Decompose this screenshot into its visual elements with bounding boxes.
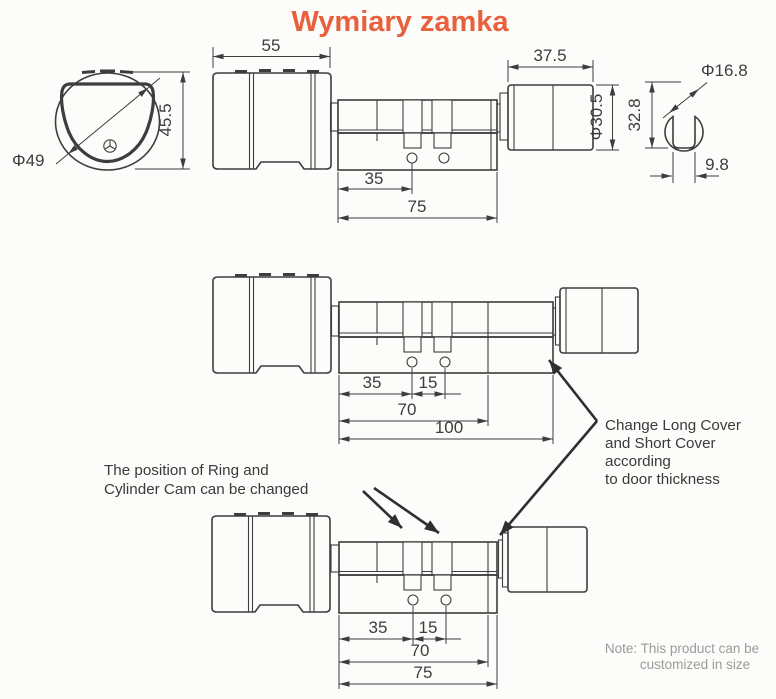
cover-arrow-down bbox=[499, 420, 598, 536]
cover-cap bbox=[499, 92, 509, 141]
cover-text-line2: and Short Cover bbox=[605, 435, 716, 452]
cam-ring-2 bbox=[431, 99, 453, 134]
cam-ring-2 bbox=[431, 541, 453, 576]
screw-spacing-label: 15 bbox=[419, 618, 438, 637]
key-profile-view: Φ16.8 32.8 9.8 bbox=[625, 61, 748, 183]
ring-cam-arrow-2 bbox=[373, 486, 440, 535]
screw-hole-1 bbox=[407, 594, 419, 606]
dimension-long-cover-bottom: 70 bbox=[339, 641, 488, 665]
cam-ring-1 bbox=[402, 99, 423, 134]
face-view: Φ49 45.5 bbox=[12, 69, 190, 171]
dimension-profile-diameter: Φ16.8 bbox=[662, 61, 748, 119]
cam-tab-2 bbox=[433, 336, 452, 353]
europrofile-outline bbox=[664, 114, 704, 152]
dimension-screw-offset-top: 35 bbox=[337, 163, 413, 223]
cover-length-label: 37.5 bbox=[533, 46, 566, 65]
long-cover-label: 70 bbox=[398, 400, 417, 419]
screw-hole-2 bbox=[438, 152, 450, 164]
knob-small bbox=[559, 287, 639, 354]
total-length-label: 100 bbox=[435, 418, 463, 437]
knob-large bbox=[210, 512, 332, 614]
knob-width-label: 55 bbox=[262, 36, 281, 55]
screw-spacing-label: 15 bbox=[419, 373, 438, 392]
page-title: Wymiary zamka bbox=[291, 6, 509, 38]
ring-cam-annotation: The position of Ring and Cylinder Cam ca… bbox=[104, 462, 440, 535]
dimension-total-length-bottom: 75 bbox=[339, 663, 497, 687]
cam-tab-2 bbox=[433, 574, 452, 591]
face-height-label: 45.5 bbox=[156, 103, 175, 136]
cam-tab-1 bbox=[403, 132, 422, 149]
ring-cam-arrow-1 bbox=[362, 490, 403, 529]
body-length-label: 75 bbox=[408, 197, 427, 216]
dimension-total-length-mid: 100 bbox=[339, 418, 553, 442]
dimension-face-height: 45.5 bbox=[130, 71, 190, 170]
screw-offset-label: 35 bbox=[365, 169, 384, 188]
shaft-connector bbox=[330, 305, 340, 337]
screw-offset-label: 35 bbox=[369, 618, 388, 637]
screw-hole-1 bbox=[406, 152, 418, 164]
dimension-screw-offset-bottom: 35 bbox=[339, 618, 413, 642]
knob-small bbox=[507, 84, 594, 151]
cover-text-line1: Change Long Cover bbox=[605, 417, 741, 434]
dimension-face-diameter: Φ49 bbox=[12, 77, 161, 170]
cover-collar bbox=[497, 539, 504, 579]
face-diameter-label: Φ49 bbox=[12, 151, 44, 170]
dimension-screw-spacing-mid: 15 bbox=[412, 373, 461, 397]
knob-large bbox=[211, 69, 333, 171]
dimension-knob-width: 55 bbox=[212, 36, 331, 68]
dimension-cover-length: 37.5 bbox=[507, 46, 594, 82]
dimension-screw-offset-mid: 35 bbox=[339, 373, 412, 397]
ring-cam-text-line1: The position of Ring and bbox=[104, 462, 269, 479]
cylinder-face-outer-ring bbox=[54, 72, 161, 171]
cylinder-face-body bbox=[59, 82, 156, 164]
dimension-screw-spacing-bottom: 15 bbox=[413, 618, 461, 642]
cam-ring-1 bbox=[402, 541, 423, 576]
dimension-profile-height: 32.8 bbox=[625, 81, 681, 149]
middle-side-view: 35 15 70 100 bbox=[211, 273, 639, 444]
bottom-side-view: 35 15 70 75 bbox=[210, 512, 588, 689]
cover-arrow-up bbox=[547, 359, 599, 422]
knob-large bbox=[211, 273, 333, 375]
cam-tab-1 bbox=[403, 574, 422, 591]
dimension-long-cover-mid: 70 bbox=[339, 400, 488, 424]
cam-ring-1 bbox=[402, 301, 423, 338]
cover-cap bbox=[501, 532, 509, 588]
screw-offset-label: 35 bbox=[363, 373, 382, 392]
shaft-connector bbox=[330, 544, 340, 573]
top-side-view: 55 35 75 37.5 Φ30.5 bbox=[211, 36, 619, 223]
cam-tab-2 bbox=[433, 132, 452, 149]
ring-cam-text-line2: Cylinder Cam can be changed bbox=[104, 481, 308, 498]
long-cover-label: 70 bbox=[411, 641, 430, 660]
screw-hole-2 bbox=[439, 356, 451, 368]
note-line1: Note: This product can be bbox=[605, 641, 759, 656]
cover-diameter-label: Φ30.5 bbox=[587, 94, 606, 141]
profile-diameter-label: Φ16.8 bbox=[701, 61, 748, 80]
cover-text-line3: according bbox=[605, 453, 671, 470]
dimension-cover-diameter: Φ30.5 bbox=[587, 84, 619, 151]
knurl-dashes bbox=[81, 69, 134, 74]
note-line2: customized in size bbox=[640, 657, 750, 672]
total-length-label: 75 bbox=[414, 663, 433, 682]
dimension-profile-stem: 9.8 bbox=[650, 152, 729, 183]
cam-ring-2 bbox=[431, 301, 453, 338]
dimension-body-length-top: 75 bbox=[338, 172, 498, 223]
screw-hole-1 bbox=[406, 356, 418, 368]
profile-stem-label: 9.8 bbox=[705, 155, 729, 174]
screw-hole-2 bbox=[440, 594, 452, 606]
profile-height-label: 32.8 bbox=[625, 98, 644, 131]
screw-icon bbox=[103, 139, 117, 153]
cover-text-line4: to door thickness bbox=[605, 471, 720, 488]
customization-note: Note: This product can be customized in … bbox=[605, 641, 759, 672]
cover-annotation: Change Long Cover and Short Cover accord… bbox=[499, 359, 741, 536]
cam-tab-1 bbox=[403, 336, 422, 353]
